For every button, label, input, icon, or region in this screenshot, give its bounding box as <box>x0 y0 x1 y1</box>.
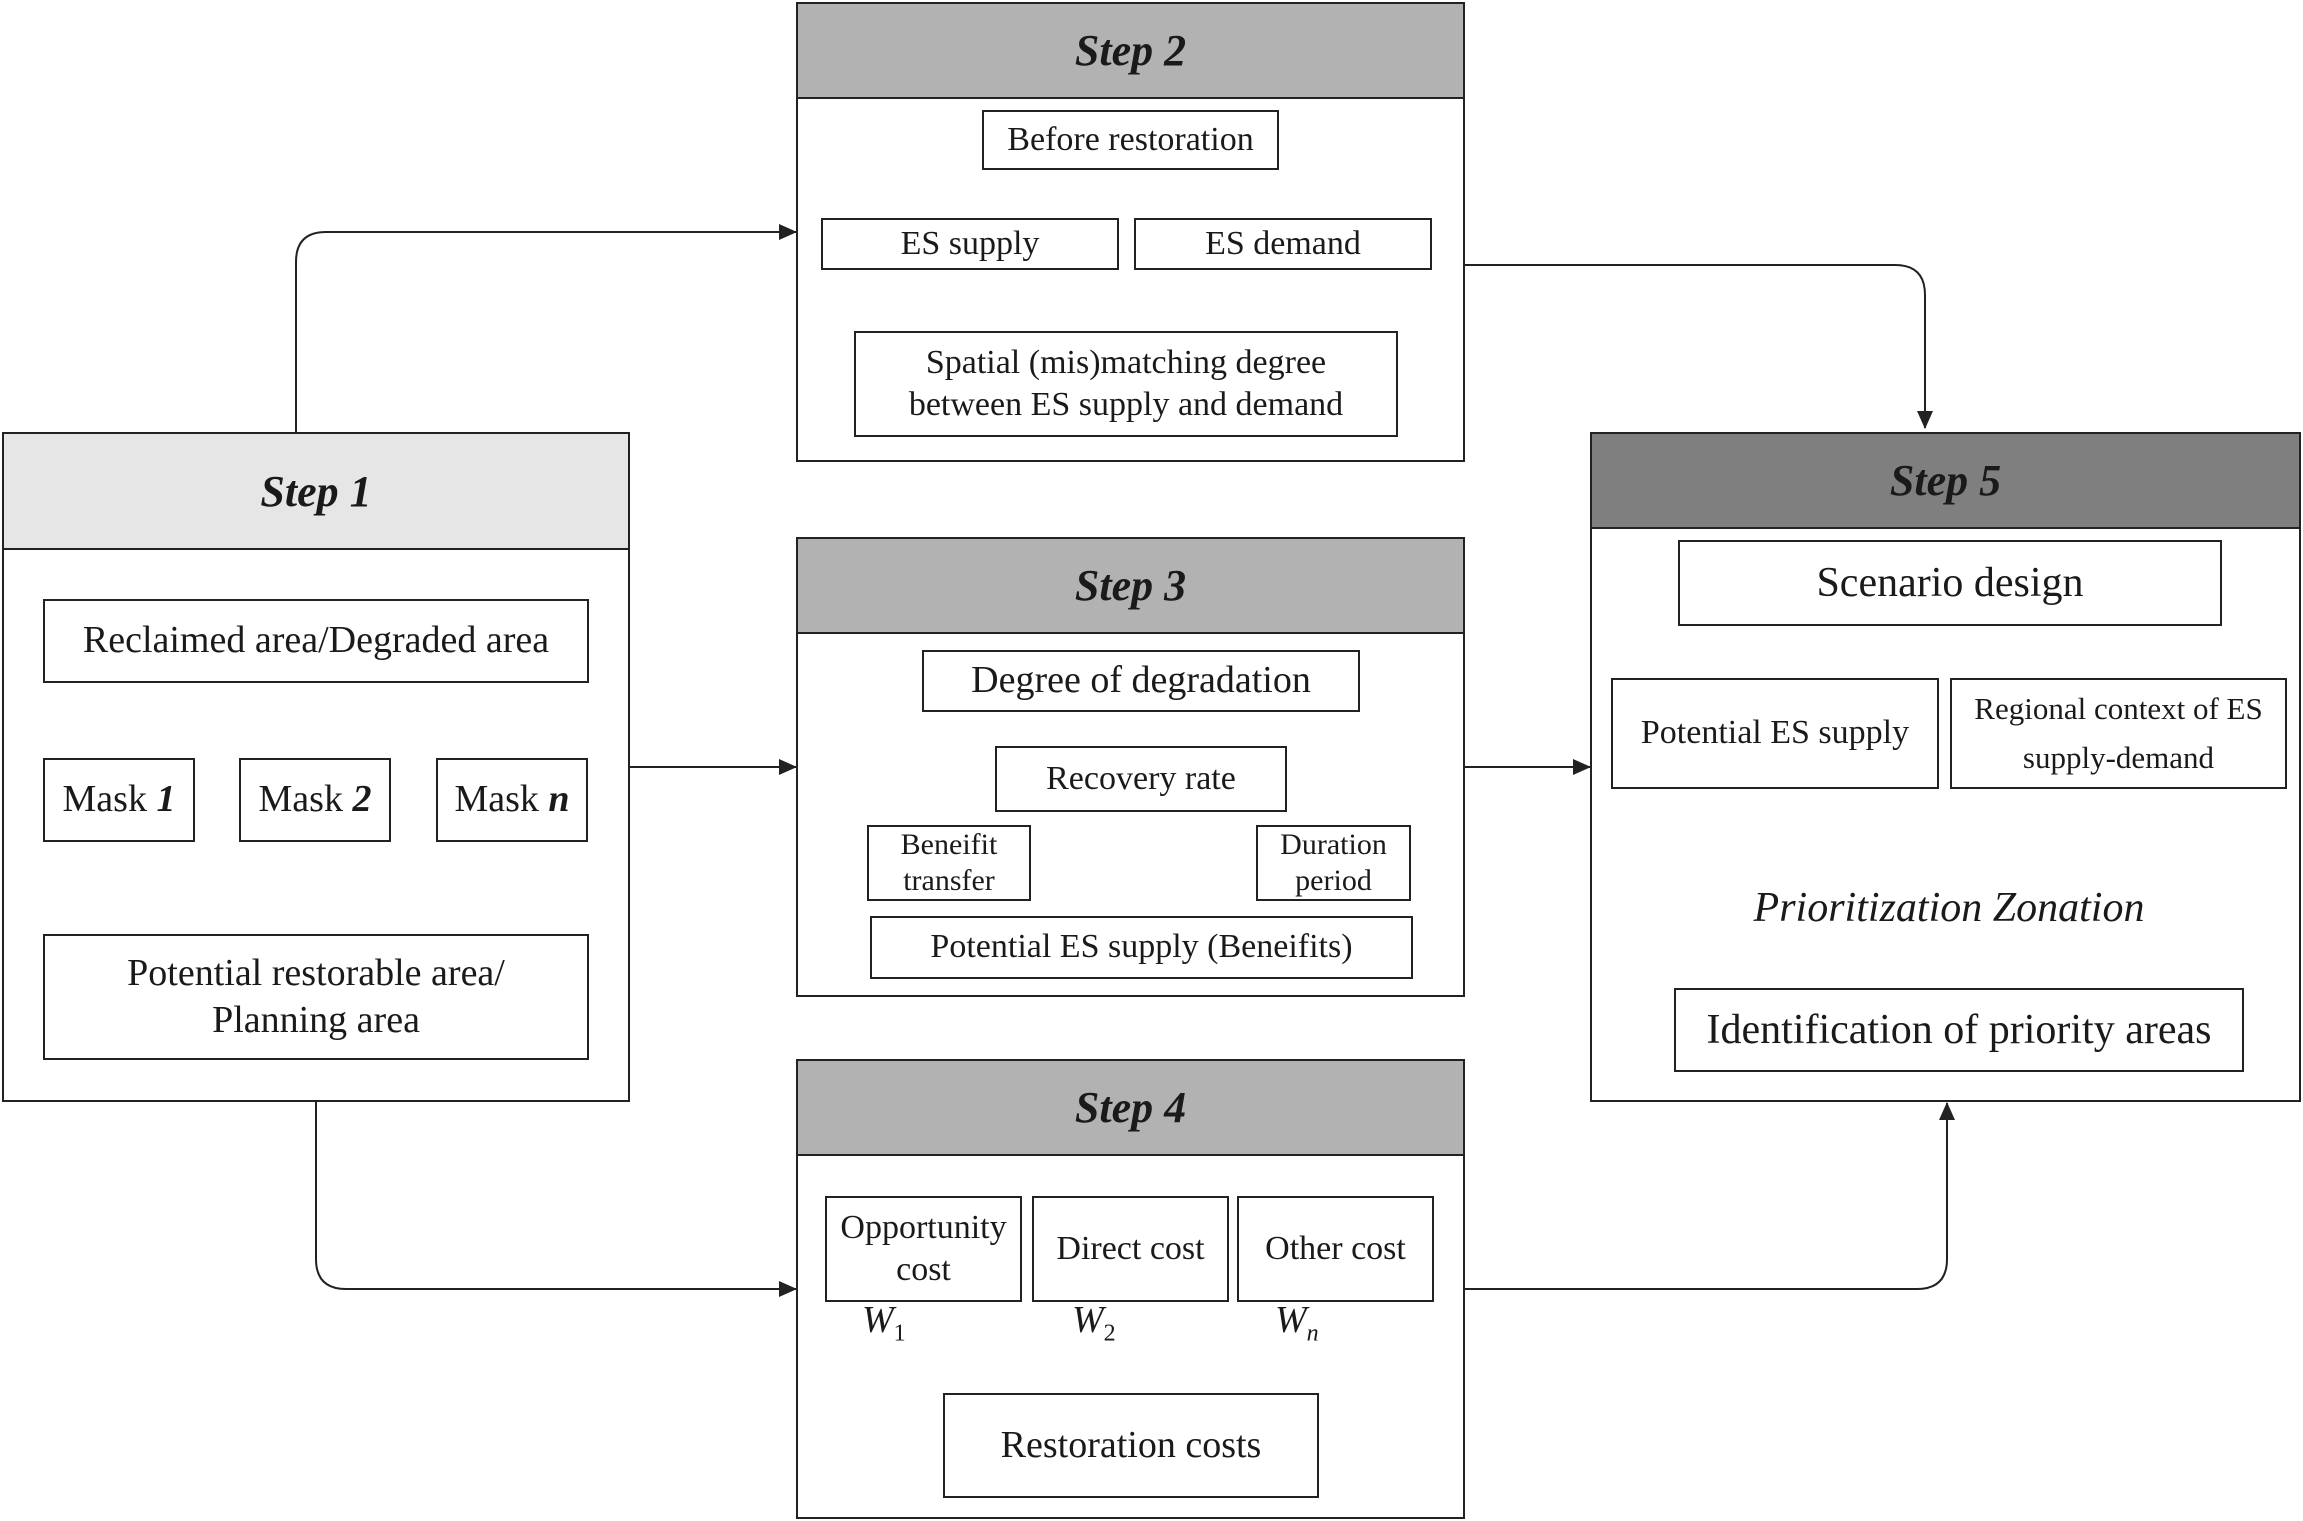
regional-context-box: Regional context of ES supply-demand <box>1950 678 2287 789</box>
scenario-design-box: Scenario design <box>1678 540 2222 626</box>
duration-period-box: Duration period <box>1256 825 1411 901</box>
weight-w2: W2 <box>1072 1299 1116 1347</box>
es-demand-box: ES demand <box>1134 218 1432 270</box>
before-restoration-box: Before restoration <box>982 110 1279 170</box>
mask-2-label: Mask <box>258 778 343 821</box>
duration-period-line1: Duration <box>1280 828 1387 861</box>
step3-header: Step 3 <box>796 537 1465 634</box>
regional-context-line2: supply-demand <box>2022 739 2215 775</box>
spatial-matching-line2: between ES supply and demand <box>908 386 1344 423</box>
identification-priority-areas-box: Identification of priority areas <box>1674 988 2244 1072</box>
benefit-transfer-line2: transfer <box>903 864 995 897</box>
mask-1-index: 1 <box>156 778 176 821</box>
step4-header: Step 4 <box>796 1059 1465 1156</box>
mask-2-index: 2 <box>352 778 372 821</box>
recovery-rate-box: Recovery rate <box>995 746 1287 812</box>
benefit-transfer-line1: Beneifit <box>900 828 998 861</box>
potential-restorable-line1: Potential restorable area/ <box>127 951 505 994</box>
arrow-step1-to-step4 <box>315 1102 797 1297</box>
direct-cost-box: Direct cost <box>1032 1196 1229 1302</box>
step5-header: Step 5 <box>1590 432 2301 529</box>
degree-of-degradation-box: Degree of degradation <box>922 650 1360 712</box>
mask-1-label: Mask <box>62 778 147 821</box>
es-supply-box: ES supply <box>821 218 1119 270</box>
other-cost-box: Other cost <box>1237 1196 1434 1302</box>
weight-w1: W1 <box>862 1299 906 1347</box>
potential-restorable-line2: Planning area <box>212 999 420 1041</box>
reclaimed-area-box: Reclaimed area/Degraded area <box>43 599 589 683</box>
spatial-matching-line1: Spatial (mis)matching degree <box>925 343 1327 381</box>
potential-es-supply-box: Potential ES supply <box>1611 678 1939 789</box>
benefit-transfer-box: Beneifit transfer <box>867 825 1031 901</box>
potential-es-supply-benefits-box: Potential ES supply (Beneifits) <box>870 916 1413 979</box>
step2-header: Step 2 <box>796 2 1465 99</box>
restoration-costs-box: Restoration costs <box>943 1393 1319 1498</box>
arrow-step1-to-step2 <box>295 224 797 432</box>
mask-n-box: Mask n <box>436 758 588 842</box>
spatial-matching-box: Spatial (mis)matching degree between ES … <box>854 331 1398 437</box>
opportunity-cost-box: Opportunity cost <box>825 1196 1022 1302</box>
mask-n-index: n <box>548 778 570 821</box>
regional-context-line1: Regional context of ES <box>1974 691 2263 727</box>
prioritization-zonation-label: Prioritization Zonation <box>1753 885 2145 931</box>
mask-1-box: Mask 1 <box>43 758 195 842</box>
arrow-step4-to-step5 <box>1465 1102 1955 1290</box>
step1-header: Step 1 <box>2 432 630 550</box>
weight-wn: Wn <box>1275 1299 1319 1347</box>
opportunity-cost-line2: cost <box>896 1251 951 1288</box>
duration-period-line2: period <box>1295 864 1372 897</box>
arrow-step2-to-step5 <box>1465 264 1933 429</box>
mask-2-box: Mask 2 <box>239 758 391 842</box>
potential-restorable-area-box: Potential restorable area/ Planning area <box>43 934 589 1060</box>
opportunity-cost-line1: Opportunity <box>840 1208 1007 1246</box>
mask-n-label: Mask <box>454 778 539 821</box>
